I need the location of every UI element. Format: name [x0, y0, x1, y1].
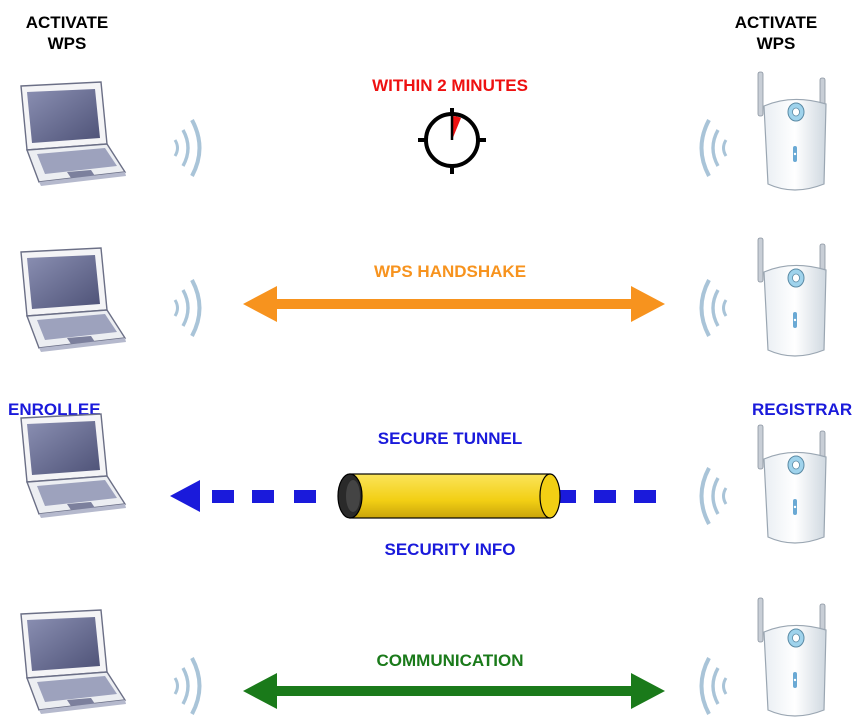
security-info-label: SECURITY INFO	[384, 540, 516, 559]
communication-label: COMMUNICATION	[376, 651, 524, 670]
wireless-signal-icon	[688, 656, 728, 716]
activate-wps-label-left: ACTIVATE WPS	[22, 12, 112, 54]
registrar-label: REGISTRAR	[752, 400, 853, 419]
activate-right-line2: WPS	[756, 34, 796, 53]
laptop-icon	[5, 80, 130, 190]
laptop-icon	[5, 412, 130, 522]
activate-right-line1: ACTIVATE	[734, 13, 818, 32]
activate-left-line1: ACTIVATE	[25, 13, 109, 32]
secure-tunnel-label: SECURE TUNNEL	[377, 429, 523, 448]
within-2-minutes-label: WITHIN 2 MINUTES	[372, 76, 528, 95]
wireless-signal-icon	[173, 278, 215, 338]
laptop-icon	[5, 608, 130, 718]
secure-tunnel-cylinder	[336, 472, 566, 522]
access-point-icon	[754, 237, 834, 364]
activate-wps-label-right: ACTIVATE WPS	[731, 12, 821, 54]
handshake-arrow	[243, 284, 665, 324]
access-point-icon	[754, 597, 834, 724]
access-point-icon	[754, 71, 834, 198]
communication-arrow	[243, 671, 665, 711]
wps-handshake-label: WPS HANDSHAKE	[373, 262, 527, 281]
wireless-signal-icon	[173, 656, 215, 716]
wireless-signal-icon	[173, 118, 215, 178]
access-point-icon	[754, 424, 834, 551]
laptop-icon	[5, 246, 130, 356]
activate-left-line2: WPS	[47, 34, 87, 53]
wireless-signal-icon	[688, 278, 728, 338]
secure-tunnel-arrow	[170, 476, 670, 516]
clock-icon	[412, 108, 492, 174]
wireless-signal-icon	[688, 466, 728, 526]
wireless-signal-icon	[688, 118, 728, 178]
enrollee-label: ENROLLEE	[8, 400, 101, 419]
